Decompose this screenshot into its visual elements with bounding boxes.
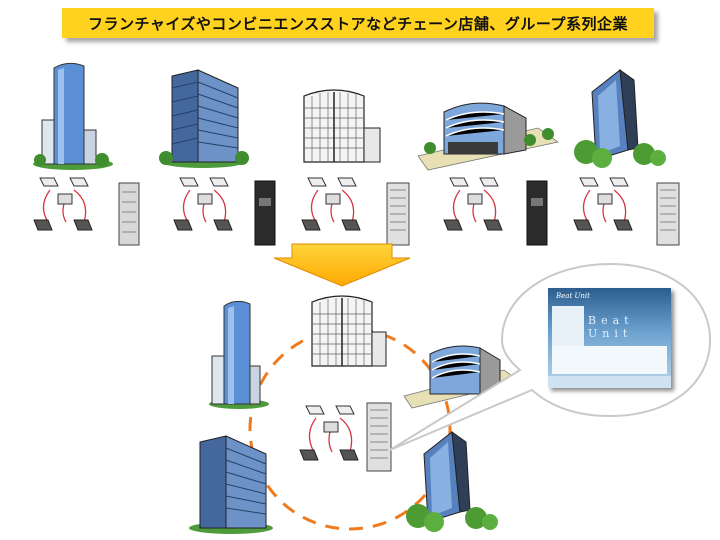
laptop-icon	[479, 177, 499, 187]
server-icon	[526, 180, 548, 246]
laptop-icon	[483, 219, 503, 231]
network-group-4	[443, 177, 503, 231]
laptop-icon	[73, 219, 93, 231]
office-building-icon	[33, 62, 113, 170]
network-group-5	[573, 177, 633, 231]
website-logo: Beat Unit	[556, 292, 590, 300]
office-building-icon	[574, 68, 666, 168]
laptop-icon	[307, 177, 327, 187]
laptop-icon	[179, 177, 199, 187]
office-building-icon	[303, 89, 381, 163]
network-group-2	[173, 177, 233, 231]
server-icon	[254, 180, 276, 246]
server-icon	[118, 182, 140, 246]
website-hero-text: Beat Unit	[588, 314, 634, 340]
laptop-icon	[337, 177, 357, 187]
laptop-icon	[299, 449, 319, 461]
office-building-icon	[417, 102, 559, 171]
office-building-icon	[189, 435, 273, 534]
laptop-icon	[613, 219, 633, 231]
office-building-icon	[159, 69, 249, 168]
laptop-icon	[39, 177, 59, 187]
laptop-icon	[573, 219, 593, 231]
laptop-icon	[335, 405, 355, 415]
server-icon	[386, 182, 410, 246]
title-banner: フランチャイズやコンビニエンスストアなどチェーン店舗、グループ系列企業	[62, 8, 654, 38]
laptop-icon	[305, 405, 325, 415]
down-arrow-icon	[273, 243, 411, 287]
laptop-icon	[33, 219, 53, 231]
website-footer	[548, 376, 671, 388]
office-building-icon	[403, 345, 521, 409]
network-group-shared	[299, 405, 359, 461]
laptop-icon	[339, 449, 359, 461]
laptop-icon	[449, 177, 469, 187]
laptop-icon	[301, 219, 321, 231]
title-text: フランチャイズやコンビニエンスストアなどチェーン店舗、グループ系列企業	[88, 14, 628, 33]
laptop-icon	[173, 219, 193, 231]
office-building-icon	[311, 295, 387, 367]
laptop-icon	[209, 177, 229, 187]
shared-network-ring	[248, 327, 452, 531]
laptop-icon	[213, 219, 233, 231]
website-content	[552, 346, 667, 374]
laptop-icon	[341, 219, 361, 231]
network-group-1	[33, 177, 93, 231]
laptop-icon	[443, 219, 463, 231]
laptop-icon	[69, 177, 89, 187]
network-group-3	[301, 177, 361, 231]
server-icon	[656, 182, 680, 246]
laptop-icon	[609, 177, 629, 187]
server-icon	[366, 402, 392, 472]
website-screenshot: Beat Unit Beat Unit	[548, 288, 671, 388]
office-building-icon	[209, 300, 269, 409]
office-building-icon	[406, 430, 498, 532]
laptop-icon	[579, 177, 599, 187]
